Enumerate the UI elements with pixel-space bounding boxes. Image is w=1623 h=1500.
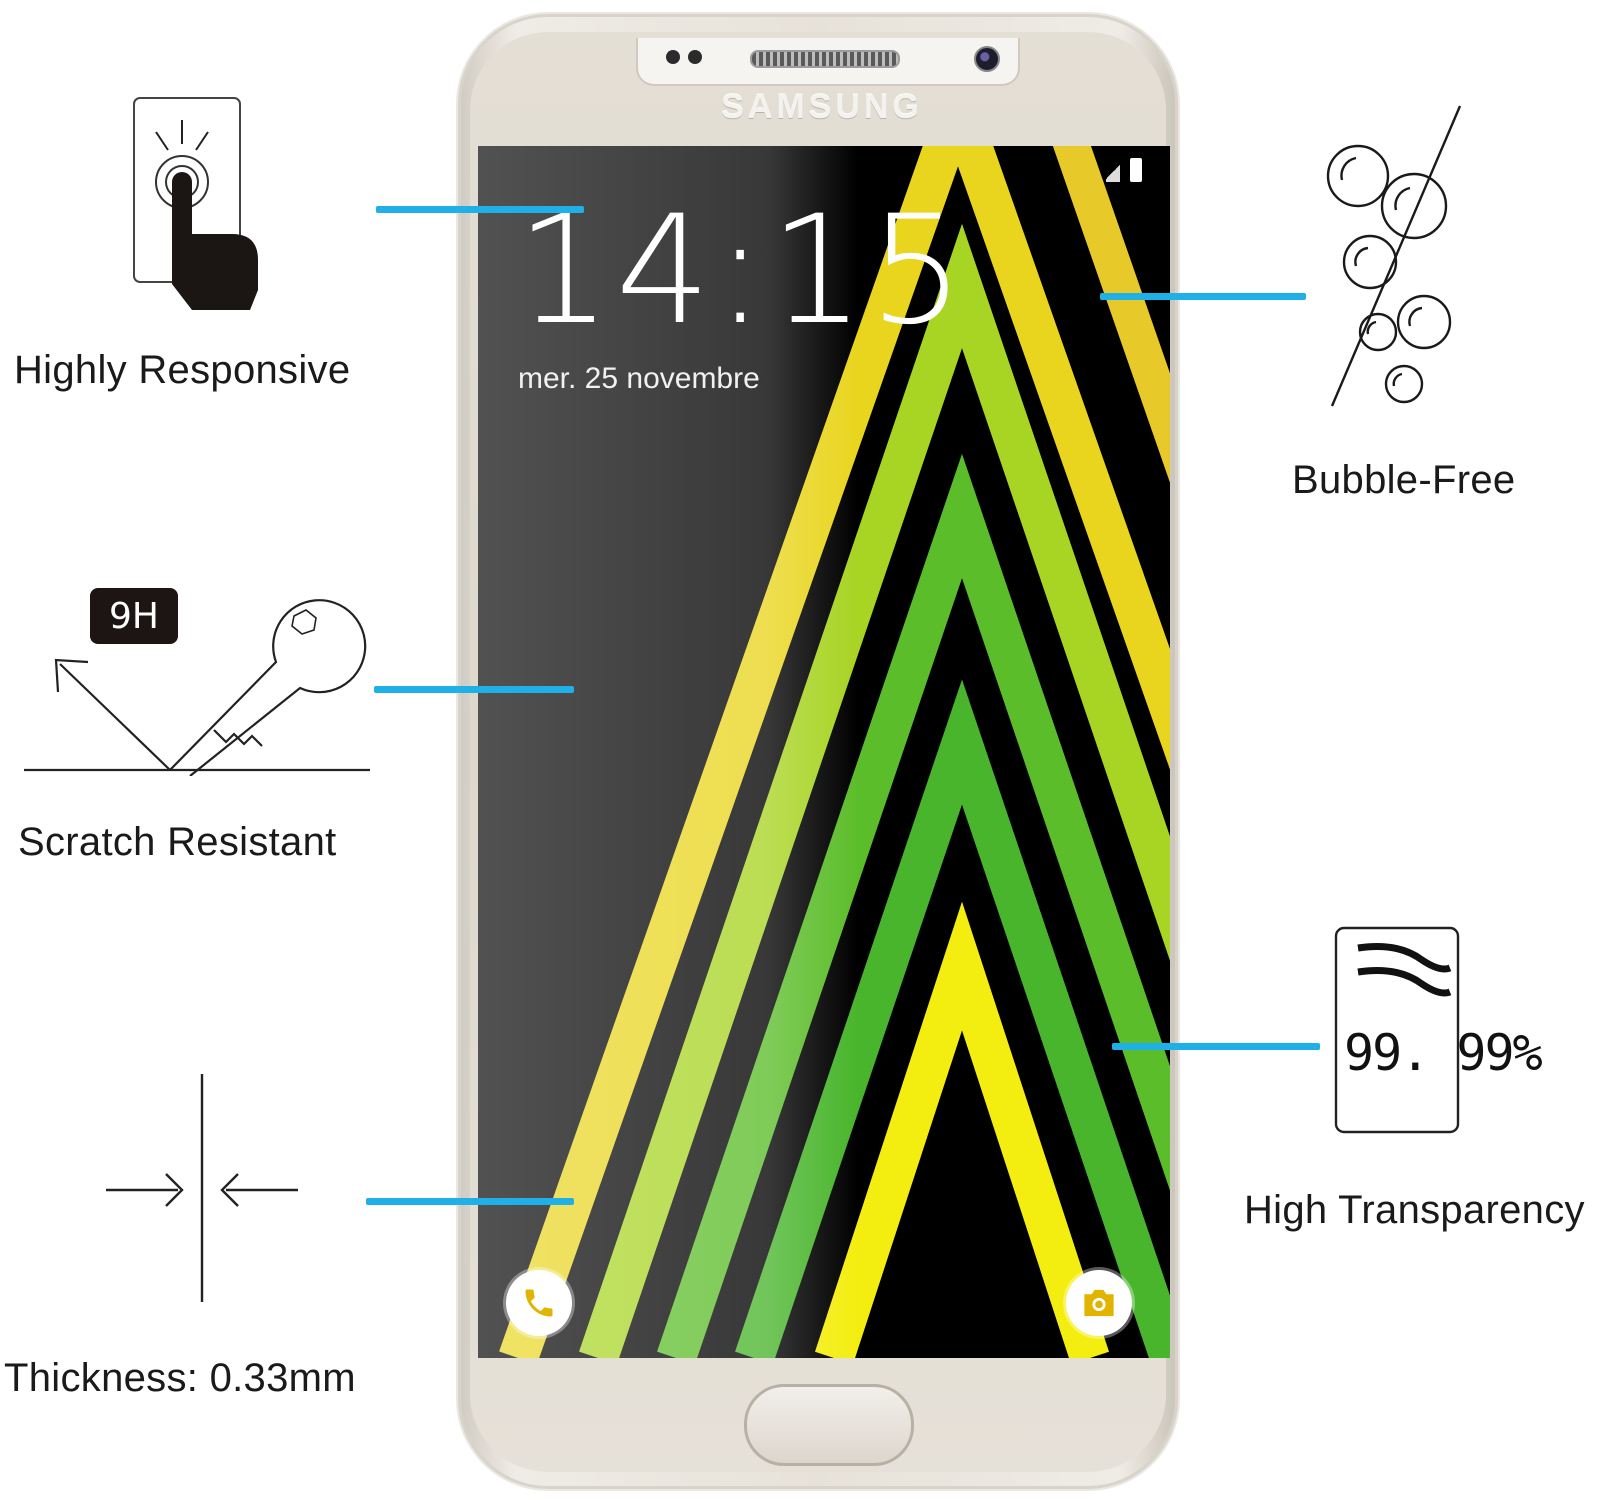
callout-line-scratch: [374, 686, 574, 693]
thickness-icon: [106, 1074, 298, 1302]
transparency-icon: [1334, 926, 1460, 1134]
key-scratch-icon: [24, 599, 370, 776]
earpiece-speaker: [750, 50, 900, 68]
lockscreen-date: mer. 25 novembre: [518, 362, 760, 395]
transparency-value: 99. 99%: [1344, 1024, 1543, 1082]
sensor-dot: [688, 50, 702, 64]
feature-label-bubble: Bubble-Free: [1292, 458, 1516, 502]
lockscreen-clock: 14:15: [516, 184, 969, 358]
callout-line-responsive: [376, 206, 584, 213]
home-button[interactable]: [744, 1384, 914, 1466]
camera-icon[interactable]: [1066, 1270, 1132, 1336]
signal-icon: [1106, 162, 1120, 182]
feature-label-scratch: Scratch Resistant: [18, 820, 337, 864]
callout-line-bubble: [1100, 293, 1306, 300]
bubbles-icon: [1326, 105, 1462, 407]
phone-icon[interactable]: [506, 1270, 572, 1336]
sensor-dot: [666, 50, 680, 64]
front-camera-icon: [974, 46, 1000, 72]
callout-line-thickness: [366, 1198, 574, 1205]
finger-touch-icon: [133, 97, 258, 310]
feature-label-responsive: Highly Responsive: [14, 348, 351, 392]
wallpaper-stripes: [478, 146, 1170, 1358]
hardness-badge: 9H: [90, 588, 178, 644]
callout-line-transparency: [1112, 1043, 1320, 1050]
brand-logo: SAMSUNG: [721, 88, 923, 126]
phone-screen: [478, 146, 1170, 1358]
screen-glare: [478, 146, 1170, 1358]
battery-icon: [1130, 158, 1142, 182]
feature-label-thickness: Thickness: 0.33mm: [4, 1356, 356, 1400]
feature-label-transparency: High Transparency: [1244, 1188, 1585, 1232]
